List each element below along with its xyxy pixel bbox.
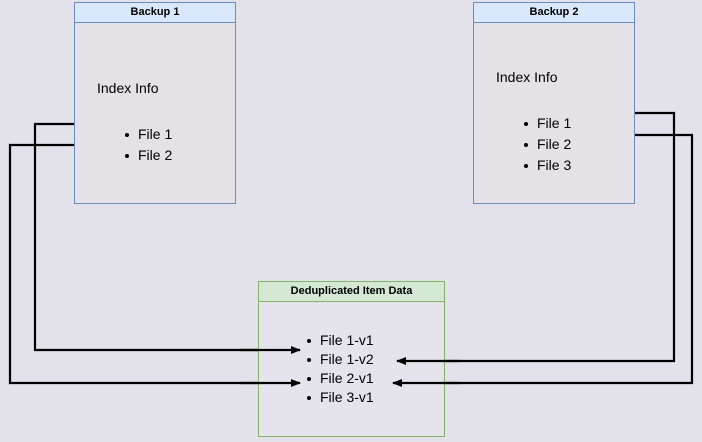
list-item-label: File 1-v1 (320, 332, 374, 348)
bullet-icon (524, 121, 528, 126)
list-item[interactable]: File 3-v1 (305, 388, 374, 407)
bullet-icon (125, 153, 129, 158)
backup-2-file-list: File 1 File 2 File 3 (522, 113, 571, 176)
list-item-label: File 3 (537, 157, 572, 173)
backup-1-box[interactable]: Backup 1 Index Info File 1 File 2 (74, 2, 236, 204)
list-item[interactable]: File 1-v2 (305, 350, 374, 369)
bullet-icon (524, 142, 528, 147)
bullet-icon (125, 132, 129, 137)
deduplicated-item-data-body: File 1-v1 File 1-v2 File 2-v1 File 3-v1 (258, 302, 445, 437)
deduplicated-file-list: File 1-v1 File 1-v2 File 2-v1 File 3-v1 (305, 331, 374, 407)
list-item-label: File 2-v1 (320, 370, 374, 386)
deduplicated-item-data-header: Deduplicated Item Data (258, 281, 445, 302)
list-item[interactable]: File 2 (123, 145, 172, 166)
list-item[interactable]: File 2 (522, 134, 571, 155)
list-item[interactable]: File 1 (123, 124, 172, 145)
backup-1-header: Backup 1 (74, 2, 236, 23)
list-item[interactable]: File 2-v1 (305, 369, 374, 388)
backup-1-file-list: File 1 File 2 (123, 124, 172, 166)
bullet-icon (524, 163, 528, 168)
list-item-label: File 1 (138, 126, 173, 142)
deduplicated-item-data-box[interactable]: Deduplicated Item Data File 1-v1 File 1-… (258, 281, 445, 437)
list-item-label: File 3-v1 (320, 389, 374, 405)
bullet-icon (307, 376, 311, 381)
list-item[interactable]: File 1 (522, 113, 571, 134)
backup-1-index-info-label: Index Info (97, 80, 159, 96)
backup-2-header: Backup 2 (473, 2, 635, 23)
bullet-icon (307, 338, 311, 343)
list-item-label: File 1-v2 (320, 351, 374, 367)
backup-2-body: Index Info File 1 File 2 File 3 (473, 23, 635, 204)
list-item-label: File 2 (537, 136, 572, 152)
backup-1-body: Index Info File 1 File 2 (74, 23, 236, 204)
list-item-label: File 1 (537, 115, 572, 131)
bullet-icon (307, 395, 311, 400)
backup-2-index-info-label: Index Info (496, 69, 558, 85)
list-item[interactable]: File 1-v1 (305, 331, 374, 350)
list-item-label: File 2 (138, 147, 173, 163)
list-item[interactable]: File 3 (522, 155, 571, 176)
bullet-icon (307, 357, 311, 362)
backup-2-box[interactable]: Backup 2 Index Info File 1 File 2 File 3 (473, 2, 635, 204)
